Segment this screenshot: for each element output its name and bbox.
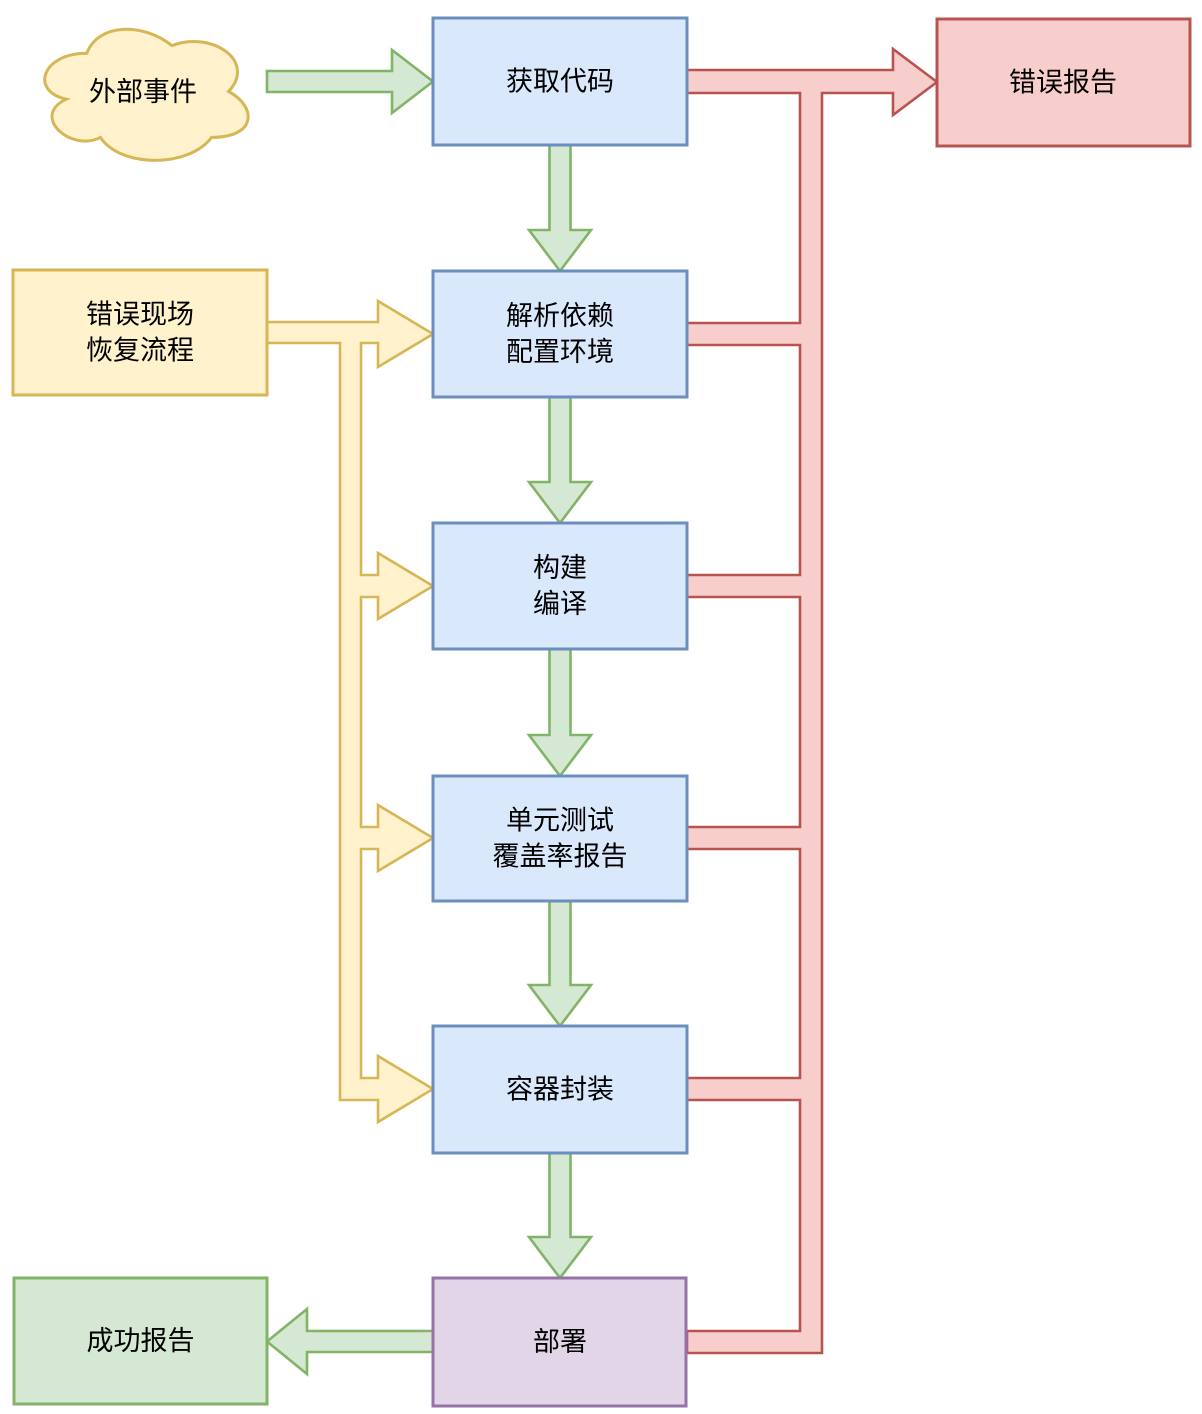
error-bus-connector	[685, 46, 940, 1355]
node-label: 成功报告	[87, 1326, 195, 1356]
node-error-recovery: 错误现场 恢复流程	[11, 268, 269, 397]
arrow-getcode-to-parsedeps	[526, 143, 594, 274]
node-label: 外部事件	[89, 77, 197, 107]
process-box	[431, 1024, 689, 1155]
node-label: 容器封装	[506, 1075, 614, 1105]
node-label-line2: 恢复流程	[86, 336, 194, 366]
node-label: 部署	[533, 1327, 587, 1357]
node-label: 获取代码	[506, 67, 614, 97]
node-parse-deps: 解析依赖 配置环境	[431, 269, 689, 399]
arrow-build-to-unittest	[526, 647, 594, 779]
node-label-line1: 单元测试	[506, 806, 614, 836]
report-box	[935, 17, 1192, 148]
process-box	[431, 269, 689, 399]
cloud-shape	[43, 27, 250, 162]
node-unit-test: 单元测试 覆盖率报告	[431, 774, 689, 903]
arrow-unittest-to-container	[526, 899, 594, 1029]
process-box	[431, 774, 689, 903]
node-label-line2: 覆盖率报告	[493, 842, 628, 872]
node-label-line2: 配置环境	[506, 337, 614, 367]
flow-arrows	[264, 47, 594, 1377]
recovery-bus-connector	[265, 298, 436, 1125]
recovery-bus-path	[265, 298, 436, 1125]
node-build: 构建 编译	[431, 521, 689, 651]
arrow-event-to-getcode	[265, 47, 436, 116]
node-label: 错误报告	[1009, 68, 1117, 98]
node-container-pack: 容器封装	[431, 1024, 689, 1155]
arrow-container-to-deploy	[526, 1151, 594, 1281]
node-get-code: 获取代码	[431, 16, 689, 147]
process-box	[431, 16, 689, 147]
error-bus-path	[685, 46, 940, 1355]
node-label-line2: 编译	[533, 589, 587, 619]
node-error-report: 错误报告	[935, 17, 1192, 148]
node-external-event: 外部事件	[43, 27, 250, 162]
arrow-deploy-to-success	[264, 1306, 435, 1377]
process-box	[11, 268, 269, 397]
node-deploy: 部署	[431, 1276, 688, 1408]
node-success-report: 成功报告	[12, 1276, 269, 1406]
process-box	[431, 521, 689, 651]
arrow-parsedeps-to-build	[526, 395, 594, 526]
report-box	[12, 1276, 269, 1406]
process-box	[431, 1276, 688, 1408]
node-label-line1: 构建	[533, 553, 587, 583]
node-label-line1: 错误现场	[86, 300, 194, 330]
node-label-line1: 解析依赖	[506, 301, 614, 331]
